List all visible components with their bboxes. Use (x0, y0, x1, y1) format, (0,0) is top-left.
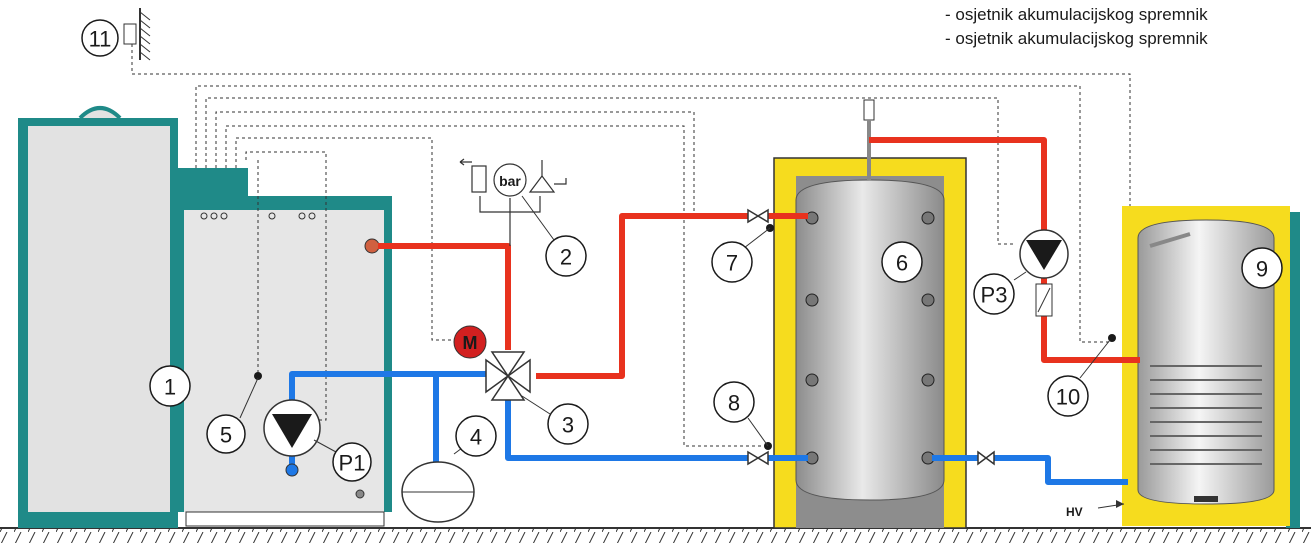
svg-text:2: 2 (560, 245, 572, 270)
pressure-group (459, 158, 567, 246)
svg-text:P1: P1 (339, 451, 366, 476)
svg-text:3: 3 (562, 413, 574, 438)
cold-water-inlet (1097, 500, 1125, 509)
svg-text:9: 9 (1256, 257, 1268, 282)
svg-text:8: 8 (728, 391, 740, 416)
buffer-tank (773, 99, 967, 529)
outdoor-sensor (123, 8, 151, 61)
svg-text:7: 7 (726, 251, 738, 276)
callout-10: 10 (1047, 339, 1111, 417)
callout-9: 9 (1241, 247, 1283, 289)
legend-line-2: - osjetnik akumulacijskog spremnik (945, 29, 1208, 48)
svg-text:6: 6 (896, 251, 908, 276)
callout-7: 7 (711, 227, 771, 283)
callout-6: 6 (881, 241, 923, 283)
svg-text:10: 10 (1056, 385, 1080, 410)
manometer-label: bar (499, 173, 521, 189)
pump-p1 (263, 399, 321, 477)
callout-p1: P1 (313, 439, 372, 482)
callout-8: 8 (713, 381, 769, 447)
hot-pipes (378, 137, 1140, 379)
legend: - osjetnik akumulacijskog spremnik - osj… (945, 5, 1208, 48)
cold-water-label: HV (1066, 505, 1083, 519)
expansion-vessel (401, 461, 475, 523)
callout-5: 5 (206, 377, 259, 454)
motor-icon (453, 325, 487, 359)
svg-text:5: 5 (220, 423, 232, 448)
svg-text:4: 4 (470, 425, 482, 450)
mixing-valve (485, 351, 531, 401)
cold-pipes (289, 371, 1128, 485)
svg-text:P3: P3 (981, 283, 1008, 308)
motor-label: M (463, 333, 478, 353)
callout-4: 4 (453, 415, 497, 457)
callout-3: 3 (521, 395, 589, 445)
callout-11: 11 (81, 19, 119, 57)
callout-2: 2 (521, 195, 587, 277)
pump-p3 (1019, 229, 1069, 317)
svg-text:1: 1 (164, 375, 176, 400)
ground (0, 527, 1311, 543)
callout-1: 1 (149, 365, 191, 407)
legend-line-1: - osjetnik akumulacijskog spremnik (945, 5, 1208, 24)
ball-valves (747, 208, 995, 466)
svg-text:11: 11 (89, 27, 112, 52)
callout-p3: P3 (973, 271, 1027, 315)
